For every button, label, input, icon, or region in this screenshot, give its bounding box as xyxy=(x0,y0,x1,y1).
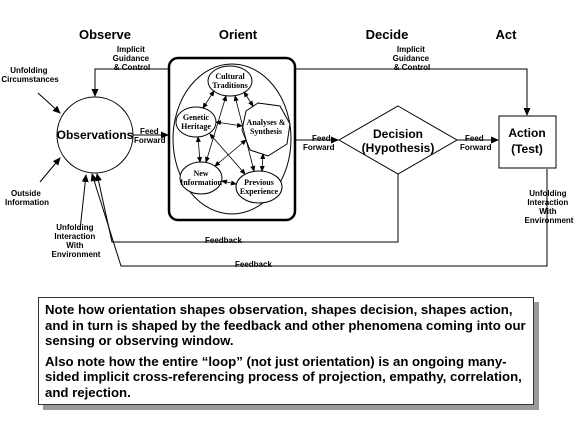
arrow-newinfo-analyses xyxy=(214,139,247,167)
action-label-line1: Action xyxy=(508,126,545,140)
header-decide: Decide xyxy=(366,27,409,42)
outside-information-label: Outside Information xyxy=(5,189,49,207)
note-paragraph-2: Also note how the entire “loop” (not jus… xyxy=(45,353,522,400)
analyses-label-line1: Analyses & xyxy=(247,118,286,127)
arrow-cultural-newinfo xyxy=(205,95,227,163)
arrow-unfolding-circumstances xyxy=(37,92,61,114)
decision-label-line2: (Hypothesis) xyxy=(362,141,435,155)
unfolding-circumstances-label: Unfolding Circumstances xyxy=(1,66,59,84)
arrow-feedback-1 xyxy=(95,173,399,243)
previous-experience-node xyxy=(235,170,283,204)
orient-internal-arrows xyxy=(195,90,266,186)
orient-inner-ellipse xyxy=(172,63,292,215)
header-observe: Observe xyxy=(79,27,131,42)
action-node xyxy=(498,115,557,169)
previous-label-line1: Previous xyxy=(244,178,274,187)
feed-forward-3-label: Feed Forward xyxy=(460,134,492,152)
unfolding-interaction-left-label: Unfolding Interaction With Environment xyxy=(52,223,101,259)
arrow-implicit-guidance-observe xyxy=(91,68,169,97)
arrow-genetic-newinfo xyxy=(195,136,203,163)
implicit-guidance-decide-label: Implicit Guidance & Control xyxy=(393,45,432,72)
arrow-genetic-analyses xyxy=(215,120,243,128)
header-orient: Orient xyxy=(219,27,258,42)
explanation-note: Note how orientation shapes observation,… xyxy=(38,297,534,405)
cultural-traditions-node xyxy=(207,65,253,97)
decision-label-line1: Decision xyxy=(373,127,423,141)
new-info-label-line1: New xyxy=(193,169,208,178)
genetic-label-line1: Genetic xyxy=(183,113,210,122)
note-paragraph-1: Note how orientation shapes observation,… xyxy=(45,302,526,348)
cultural-label-line1: Cultural xyxy=(215,72,245,81)
arrow-analyses-previous xyxy=(259,153,266,172)
header-act: Act xyxy=(496,27,518,42)
analyses-label-line2: Synthesis xyxy=(250,127,282,136)
arrow-newinfo-previous xyxy=(221,179,237,186)
feedback-1-label: Feedback xyxy=(205,236,242,245)
arrow-feedback-2 xyxy=(90,169,548,267)
unfolding-interaction-right-label: Unfolding Interaction With Environment xyxy=(525,189,574,225)
implicit-guidance-orient-label: Implicit Guidance & Control xyxy=(113,45,152,72)
feed-forward-1-label: Feed Forward xyxy=(134,127,166,145)
arrow-implicit-guidance-act xyxy=(295,68,531,116)
feed-forward-2-label: Feed Forward xyxy=(303,134,335,152)
observations-label: Observations xyxy=(57,128,134,142)
action-label-line2: (Test) xyxy=(511,142,543,156)
arrow-unfolding-interaction-left xyxy=(79,174,89,231)
new-info-label-line2: Information xyxy=(180,178,222,187)
genetic-label-line2: Heritage xyxy=(181,122,211,131)
arrow-outside-information xyxy=(39,157,61,183)
cultural-label-line2: Traditions xyxy=(212,81,247,90)
previous-label-line2: Experience xyxy=(240,187,279,196)
feedback-2-label: Feedback xyxy=(235,260,272,269)
